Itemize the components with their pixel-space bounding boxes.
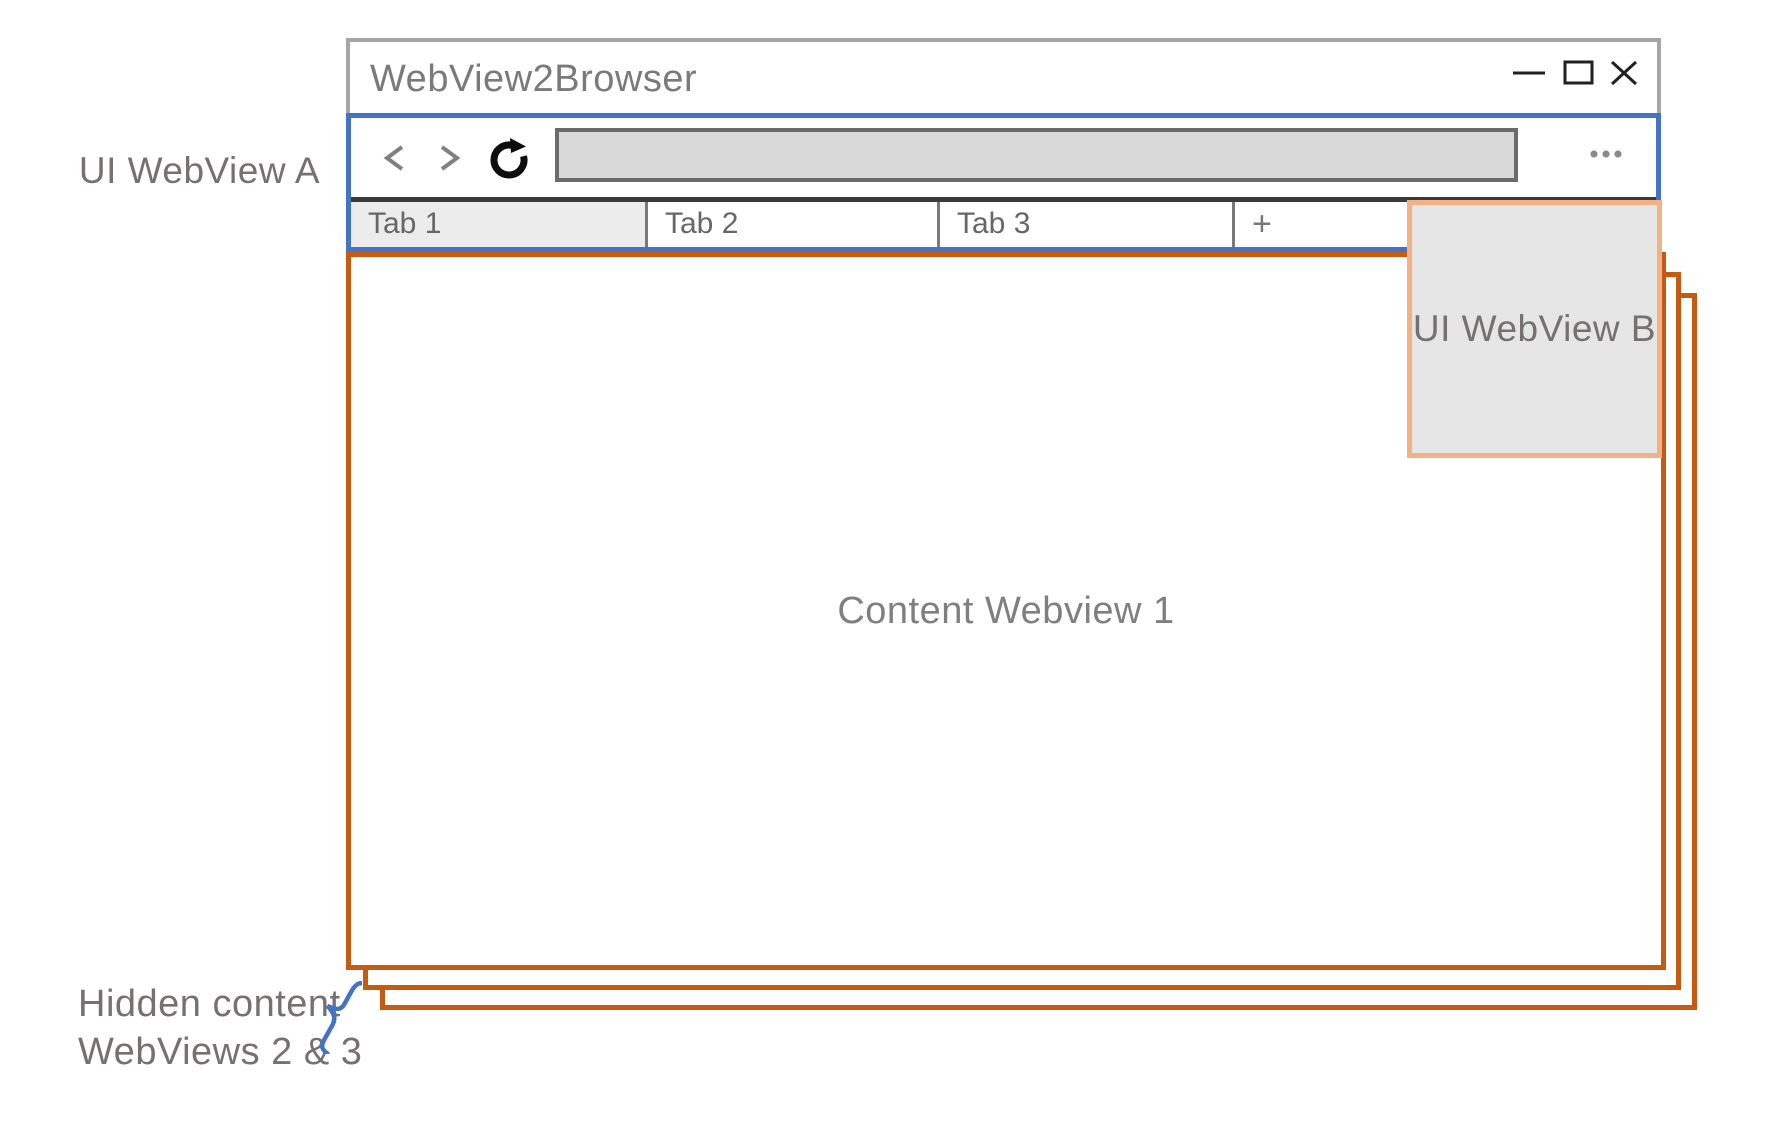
brace-annotation-icon: [319, 980, 362, 1054]
ui-webview-b: UI WebView B: [1407, 200, 1662, 458]
window-controls: [1513, 60, 1638, 86]
forward-icon[interactable]: [437, 144, 463, 172]
content-webview-label: Content Webview 1: [837, 589, 1175, 632]
window-title: WebView2Browser: [370, 58, 698, 100]
tab-1[interactable]: Tab 1: [351, 202, 645, 247]
tab-3[interactable]: Tab 3: [937, 202, 1232, 247]
address-bar[interactable]: [555, 128, 1518, 182]
title-bar: WebView2Browser: [346, 38, 1661, 113]
ui-webview-b-label: UI WebView B: [1412, 308, 1657, 349]
menu-ellipsis-icon[interactable]: [1589, 148, 1623, 160]
hidden-webviews-label-line2: WebViews 2 & 3: [78, 1031, 363, 1073]
hidden-webviews-label: Hidden content WebViews 2 & 3: [78, 980, 362, 1076]
tab-2[interactable]: Tab 2: [645, 202, 937, 247]
tab-bar: Tab 1 Tab 2 Tab 3 +: [351, 202, 1656, 247]
close-icon[interactable]: [1610, 60, 1638, 86]
navigation-bar: [351, 118, 1656, 197]
back-icon[interactable]: [381, 144, 407, 172]
reload-icon[interactable]: [486, 137, 532, 181]
hidden-webviews-label-line1: Hidden content: [78, 983, 341, 1025]
ui-webview-a-label: UI WebView A: [78, 150, 320, 191]
maximize-icon[interactable]: [1563, 60, 1594, 85]
tabbar-top-divider: [351, 197, 1656, 202]
